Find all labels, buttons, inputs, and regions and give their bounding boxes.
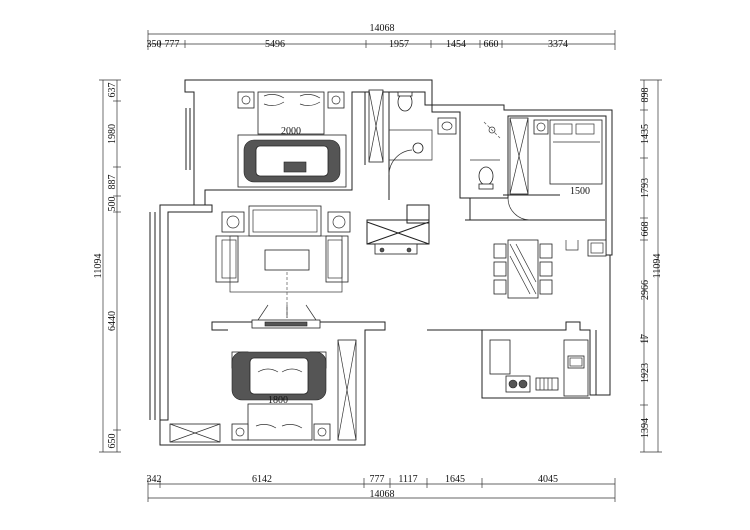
left-dim-3: 887: [107, 175, 118, 190]
sofa: [248, 205, 322, 237]
bathroom-right: [437, 117, 501, 190]
top-total-width: 14068: [370, 23, 395, 34]
top-dim-6: 660: [484, 39, 499, 50]
bed-1800: [247, 403, 313, 441]
right-dim-3: 1793: [640, 178, 651, 198]
walls: [149, 79, 613, 446]
left-dim-6: 650: [107, 434, 118, 449]
kitchen-counter-left: [489, 339, 511, 375]
toilet-right: [478, 166, 494, 186]
left-dim-4: 500: [107, 197, 118, 212]
chair-4: [539, 243, 553, 259]
bottom-dim-2: 6142: [252, 474, 272, 485]
top-dim-3: 5496: [265, 39, 285, 50]
side-table-left: [221, 211, 245, 233]
right-dim-8: 1394: [640, 418, 651, 438]
left-dim-5: 6440: [107, 311, 118, 331]
nightstand-right: [327, 91, 345, 109]
bottom-dim-1: 342: [147, 474, 162, 485]
bathroom-top: [368, 89, 433, 176]
armchair-left: [215, 235, 239, 283]
kitchen: [489, 339, 589, 397]
right-dim-4: 668: [640, 222, 651, 237]
tv: [264, 321, 308, 327]
top-dim-5: 1454: [446, 39, 466, 50]
bed-1800-top: [249, 357, 309, 395]
second-bedroom: 1500: [507, 117, 603, 221]
top-dim-2: 777: [165, 39, 180, 50]
top-dim-1: 350: [147, 39, 162, 50]
left-dim-2: 1980: [107, 124, 118, 144]
side-table-right: [327, 211, 351, 233]
right-dim-6: 17: [640, 334, 651, 344]
chair-2: [493, 261, 507, 277]
bed-size-label: 2000: [281, 126, 301, 137]
right-dim-7: 1923: [640, 363, 651, 383]
chair-6: [539, 279, 553, 295]
chair-3: [493, 279, 507, 295]
bottom-total-width: 14068: [370, 489, 395, 500]
left-total-depth: 11094: [93, 254, 104, 279]
nightstand-br: [533, 119, 549, 135]
counter-grid: [535, 377, 559, 391]
bottom-dim-3: 777: [370, 474, 385, 485]
bottom-dim-4: 1117: [398, 474, 417, 485]
dining-area: [493, 239, 607, 299]
washbasin-right: [437, 117, 457, 135]
bottom-dim-6: 4045: [538, 474, 558, 485]
top-dimension-chain: 14068 350 777 5496 1957 1454 660 3374: [147, 23, 616, 50]
armchair-right: [325, 235, 349, 283]
right-dimension-chain: 898 1435 1793 668 2966 17 1923 1394 1109…: [640, 79, 663, 453]
entry-cabinet: [374, 243, 418, 255]
right-dim-5: 2966: [640, 280, 651, 300]
right-dim-1: 898: [640, 88, 651, 103]
washbasin-top: [412, 142, 424, 154]
left-dimension-chain: 11094 637 1980 887 500 6440 650: [93, 79, 121, 453]
bed-size-label-3: 1800: [268, 395, 288, 406]
sink: [567, 355, 585, 369]
bottom-dim-5: 1645: [445, 474, 465, 485]
chair-5: [539, 261, 553, 277]
nightstand-bl2: [231, 423, 249, 441]
nightstand-left: [237, 91, 255, 109]
bottom-bedroom: 1800: [169, 339, 357, 443]
coffee-table: [264, 249, 310, 271]
left-dim-1: 637: [107, 83, 118, 98]
bottom-dimension-chain: 342 6142 777 1117 1645 4045 14068: [147, 474, 616, 502]
chair-1: [493, 243, 507, 259]
top-dim-7: 3374: [548, 39, 568, 50]
master-bedroom: 2000: [237, 91, 347, 188]
living-room: [215, 205, 351, 329]
right-total-depth: 11094: [652, 254, 663, 279]
shoe-cabinet: [374, 243, 418, 255]
fridge: [587, 239, 607, 257]
nightstand-br3: [313, 423, 331, 441]
bed-2000: [257, 91, 325, 135]
right-dim-2: 1435: [640, 124, 651, 144]
top-dim-4: 1957: [389, 39, 409, 50]
bed-size-label-2: 1500: [570, 186, 590, 197]
